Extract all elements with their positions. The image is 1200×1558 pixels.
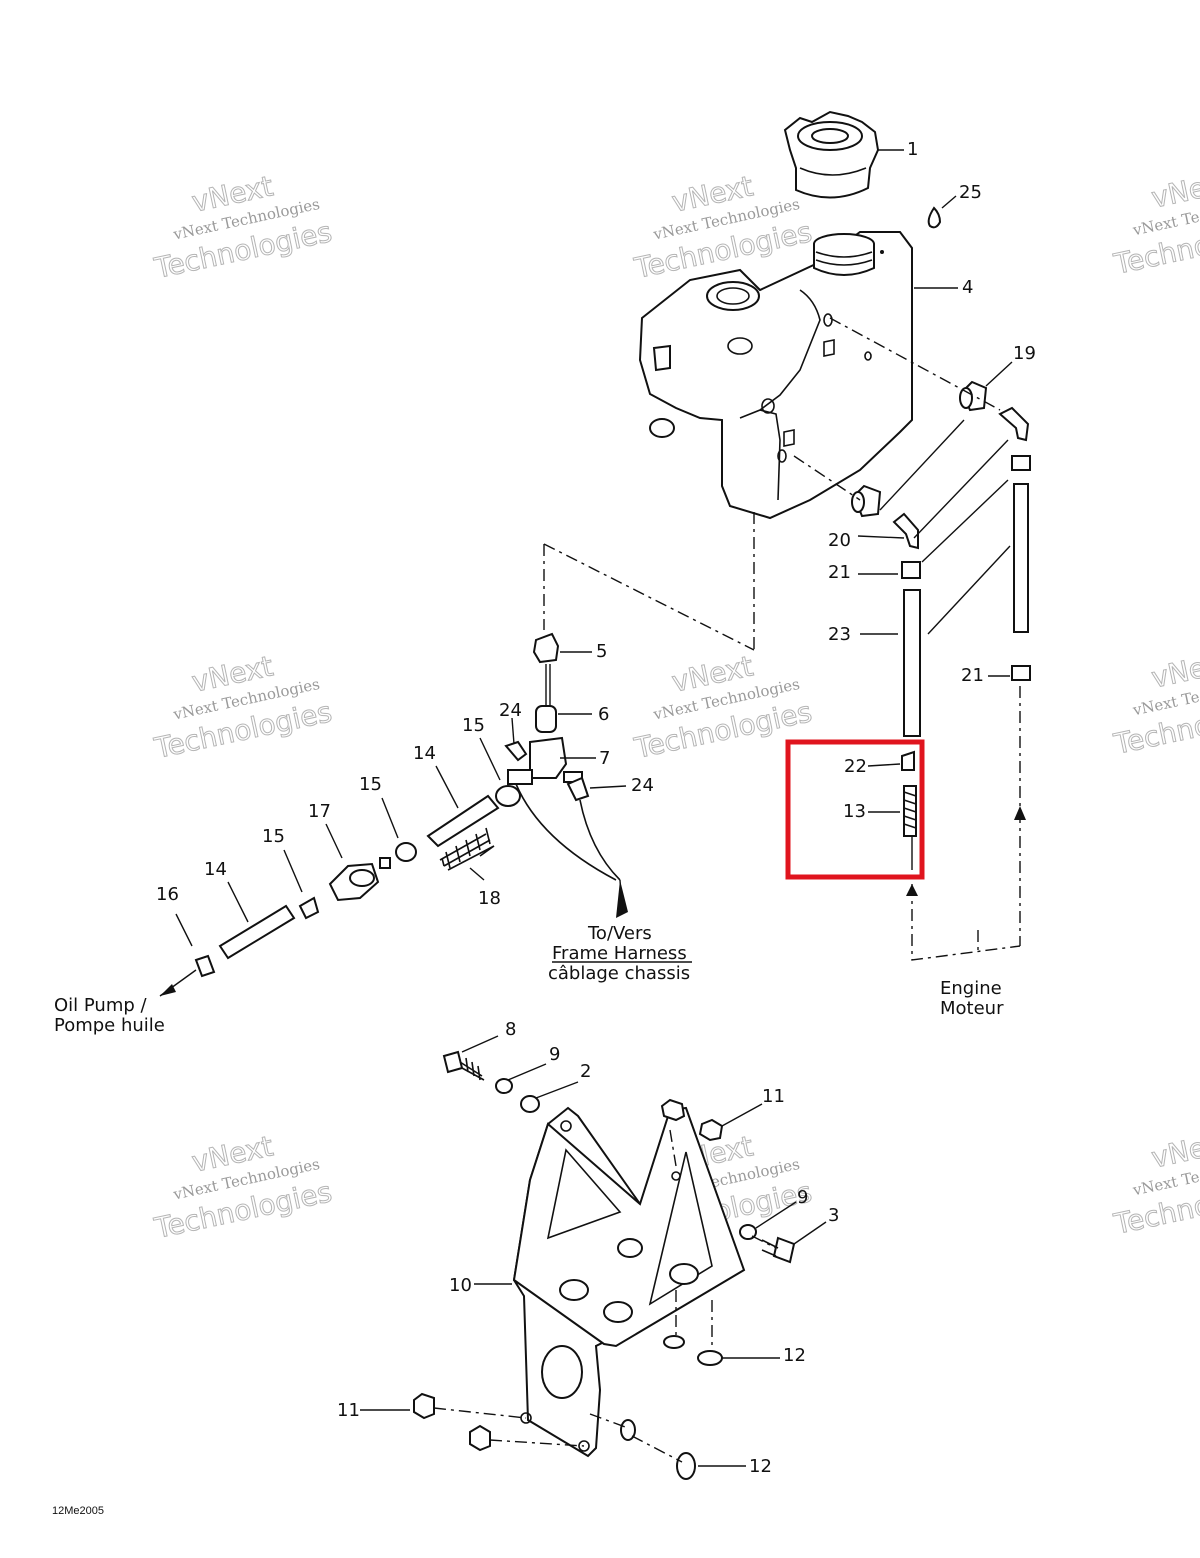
washer-part bbox=[495, 1078, 513, 1094]
washer-part bbox=[663, 1335, 685, 1349]
drop-part bbox=[927, 206, 942, 229]
callout-2: 2 bbox=[580, 1061, 591, 1082]
callout-4: 4 bbox=[962, 277, 973, 298]
callout-14: 14 bbox=[204, 859, 227, 880]
callout-15: 15 bbox=[262, 826, 285, 847]
watermark: vNext vNext Technologies Technologies bbox=[1110, 645, 1200, 762]
callout-24: 24 bbox=[499, 700, 522, 721]
note-pompe-huile: Pompe huile bbox=[54, 1015, 165, 1036]
callout-11: 11 bbox=[762, 1086, 785, 1107]
note-moteur: Moteur bbox=[940, 998, 1004, 1019]
elbow-fitting-part bbox=[998, 406, 1030, 442]
callout-9: 9 bbox=[797, 1187, 808, 1208]
watermark: vNext vNext Technologies Technologies bbox=[1110, 1125, 1200, 1242]
note-oil-pump: Oil Pump / bbox=[54, 995, 148, 1016]
bolt-part bbox=[442, 1050, 485, 1081]
watermark: vNext vNext Technologies Technologies bbox=[630, 649, 815, 766]
washer-part bbox=[676, 1452, 696, 1480]
note-cablage-chassis: câblage chassis bbox=[548, 963, 690, 984]
callout-18: 18 bbox=[478, 888, 501, 909]
grommet-part bbox=[959, 380, 988, 412]
nut-part bbox=[469, 1424, 491, 1452]
oil-cap-part bbox=[783, 110, 880, 199]
callout-8: 8 bbox=[505, 1019, 516, 1040]
callout-9: 9 bbox=[549, 1044, 560, 1065]
callout-14: 14 bbox=[413, 743, 436, 764]
diagram-code: 12Me2005 bbox=[52, 1505, 104, 1517]
callout-22: 22 bbox=[844, 756, 867, 777]
callout-1: 1 bbox=[907, 139, 918, 160]
elbow-fitting-part bbox=[892, 512, 919, 550]
callout-15: 15 bbox=[359, 774, 382, 795]
callout-15: 15 bbox=[462, 715, 485, 736]
callout-3: 3 bbox=[828, 1205, 839, 1226]
callout-24: 24 bbox=[631, 775, 654, 796]
callout-12: 12 bbox=[783, 1345, 806, 1366]
watermark: vNext vNext Technologies Technologies bbox=[630, 169, 815, 286]
callout-25: 25 bbox=[959, 182, 982, 203]
callout-10: 10 bbox=[449, 1275, 472, 1296]
clamp-part bbox=[901, 750, 915, 771]
callout-5: 5 bbox=[596, 641, 607, 662]
svg-text:vNext: vNext bbox=[1149, 165, 1200, 214]
spring-part bbox=[439, 827, 495, 871]
callout-7: 7 bbox=[599, 748, 610, 769]
washer-part bbox=[620, 1419, 636, 1441]
oil-tank-part bbox=[638, 231, 913, 520]
callout-21: 21 bbox=[961, 665, 984, 686]
fuel-line-part bbox=[159, 785, 521, 997]
callout-17: 17 bbox=[308, 801, 331, 822]
svg-text:vNext: vNext bbox=[1149, 645, 1200, 694]
callout-21: 21 bbox=[828, 562, 851, 583]
spring-part bbox=[903, 785, 917, 870]
watermark: vNext vNext Technologies Technologies bbox=[150, 169, 335, 286]
callout-6: 6 bbox=[598, 704, 609, 725]
washer-part bbox=[520, 1095, 540, 1113]
svg-text:vNext: vNext bbox=[1149, 1125, 1200, 1174]
watermark: vNext vNext Technologies Technologies bbox=[1110, 165, 1200, 282]
grommet-part bbox=[851, 484, 882, 518]
watermark: vNext vNext Technologies Technologies bbox=[150, 1129, 335, 1246]
washer-part bbox=[697, 1350, 723, 1366]
callout-12: 12 bbox=[749, 1456, 772, 1477]
watermark: vNext vNext Technologies Technologies bbox=[150, 649, 335, 766]
bolt-part bbox=[761, 1236, 796, 1264]
callout-13: 13 bbox=[843, 801, 866, 822]
note-frame-harness: Frame Harness bbox=[552, 943, 687, 964]
callout-19: 19 bbox=[1013, 343, 1036, 364]
nut-part bbox=[413, 1392, 435, 1420]
valve-assembly-part bbox=[504, 632, 628, 918]
callout-23: 23 bbox=[828, 624, 851, 645]
callout-16: 16 bbox=[156, 884, 179, 905]
note-engine: Engine bbox=[940, 978, 1002, 999]
nut-part bbox=[660, 1098, 686, 1122]
bracket-part bbox=[512, 1106, 746, 1458]
callout-11: 11 bbox=[337, 1400, 360, 1421]
callout-20: 20 bbox=[828, 530, 851, 551]
hose-part bbox=[1011, 455, 1031, 681]
note-to-vers: To/Vers bbox=[587, 923, 652, 944]
nut-part bbox=[698, 1118, 724, 1142]
highlight-box bbox=[785, 739, 925, 880]
hose-part bbox=[901, 561, 921, 737]
washer-part bbox=[739, 1224, 757, 1240]
